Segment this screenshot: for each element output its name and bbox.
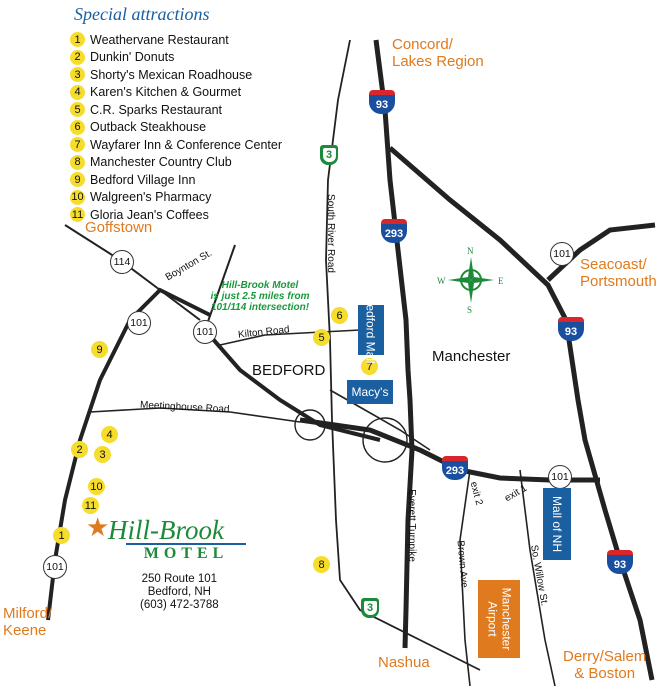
route-101-shield: 101 [550, 242, 574, 266]
legend-item: 2 Dunkin' Donuts [70, 49, 330, 67]
route-101-shield: 101 [43, 555, 67, 579]
map-marker: 9 [91, 341, 108, 358]
attractions-legend: Special attractions 1 Weathervane Restaur… [70, 4, 330, 224]
legend-item: 4 Karen's Kitchen & Gourmet [70, 84, 330, 102]
legend-item: 11 Gloria Jean's Coffees [70, 206, 330, 224]
legend-item: 5 C.R. Sparks Restaurant [70, 101, 330, 119]
motel-logo-script: Hill-Brook [108, 515, 224, 545]
legend-label: Gloria Jean's Coffees [90, 207, 209, 222]
legend-title: Special attractions [74, 4, 210, 24]
legend-number: 4 [70, 84, 85, 100]
road-label-everett: Everett Turnpike [405, 489, 417, 562]
legend-label: Walgreen's Pharmacy [90, 190, 212, 205]
legend-label: Outback Steakhouse [90, 120, 207, 135]
city-label-goffstown: Goffstown [85, 219, 153, 236]
legend-item: 7 Wayfarer Inn & Conference Center [70, 136, 330, 154]
compass-north-label: N [467, 246, 474, 256]
route-101-shield: 101 [548, 465, 572, 489]
map-marker: 4 [101, 426, 118, 443]
distance-callout: Hill-Brook Motel is just 2.5 miles from … [210, 280, 310, 313]
motel-logo-word: MOTEL [126, 543, 246, 563]
motel-address: 250 Route 101 Bedford, NH (603) 472-3788 [140, 573, 219, 611]
city-label-concord: Concord/Lakes Region [392, 36, 484, 70]
map-marker: 2 [71, 441, 88, 458]
map-marker: 8 [313, 556, 330, 573]
legend-number: 8 [70, 154, 85, 170]
south-willow-street [519, 469, 556, 686]
highway-i93-north [373, 39, 415, 649]
legend-item: 9 Bedford Village Inn [70, 171, 330, 189]
interstate-293-shield: 293 [381, 219, 407, 243]
map-marker: 7 [361, 358, 378, 375]
map-marker: 11 [82, 497, 99, 514]
interstate-93-shield: 93 [558, 317, 584, 341]
legend-label: Karen's Kitchen & Gourmet [90, 85, 242, 100]
legend-item: 3 Shorty's Mexican Roadhouse [70, 66, 330, 84]
legend-number: 9 [70, 172, 85, 188]
legend-number: 7 [70, 137, 85, 153]
route-101-shield: 101 [127, 311, 151, 335]
map-marker: 5 [313, 329, 330, 346]
boynton-street [204, 244, 236, 331]
legend-number: 11 [70, 207, 85, 223]
legend-label: Shorty's Mexican Roadhouse [90, 67, 253, 82]
map-marker: 6 [331, 307, 348, 324]
road-label-south-river: South River Road [324, 194, 336, 273]
legend-number: 6 [70, 119, 85, 135]
legend-item: 6 Outback Steakhouse [70, 119, 330, 137]
us-route-3-shield: 3 [320, 145, 338, 165]
interchange-loop [362, 417, 408, 463]
interstate-93-shield: 93 [369, 90, 395, 114]
meetinghouse-road [89, 407, 301, 423]
compass-east-label: E [498, 276, 504, 286]
city-label-derry: Derry/Salem& Boston [563, 648, 647, 682]
landmark-bedford-mall: Bedford Mall [358, 296, 384, 364]
brown-avenue [459, 469, 471, 686]
motel-star-icon: ★ [86, 512, 110, 542]
legend-number: 2 [70, 49, 85, 65]
city-label-seacoast: Seacoast/Portsmouth [580, 256, 657, 290]
motel-logo: Hill-Brook MOTEL [108, 517, 248, 563]
route-114-shield: 114 [110, 250, 134, 274]
compass-west-label: W [437, 276, 446, 286]
legend-item: 1 Weathervane Restaurant [70, 31, 330, 49]
route-101-west [46, 287, 211, 621]
interstate-93-shield: 93 [607, 550, 633, 574]
compass-south-label: S [467, 305, 473, 315]
map-marker: 10 [88, 478, 105, 495]
legend-label: Bedford Village Inn [90, 172, 196, 187]
city-label-nashua: Nashua [378, 654, 430, 671]
interchange-loop-west [294, 409, 326, 441]
compass-rose-icon [448, 257, 494, 303]
legend-number: 10 [70, 189, 85, 205]
interstate-293-shield: 293 [442, 456, 468, 480]
legend-label: Wayfarer Inn & Conference Center [90, 137, 282, 152]
legend-label: C.R. Sparks Restaurant [90, 102, 222, 117]
map-marker: 3 [94, 446, 111, 463]
city-label-milford: Milford/Keene [3, 605, 53, 639]
legend-number: 1 [70, 32, 85, 48]
legend-label: Weathervane Restaurant [90, 32, 229, 47]
legend-label: Manchester Country Club [90, 155, 232, 170]
route-114 [64, 224, 201, 321]
route-101-central [203, 328, 381, 442]
city-label-bedford: BEDFORD [252, 362, 326, 379]
legend-item: 8 Manchester Country Club [70, 154, 330, 172]
landmark-macys: Macy's [347, 380, 393, 404]
legend-number: 3 [70, 67, 85, 83]
city-label-manchester: Manchester [432, 348, 511, 365]
legend-label: Dunkin' Donuts [90, 50, 175, 65]
us-route-3-shield: 3 [361, 598, 379, 618]
landmark-mall-of-nh: Mall of NH [543, 488, 571, 560]
legend-number: 5 [70, 102, 85, 118]
map-marker: 1 [53, 527, 70, 544]
legend-item: 10 Walgreen's Pharmacy [70, 189, 330, 207]
route-101-shield: 101 [193, 320, 217, 344]
